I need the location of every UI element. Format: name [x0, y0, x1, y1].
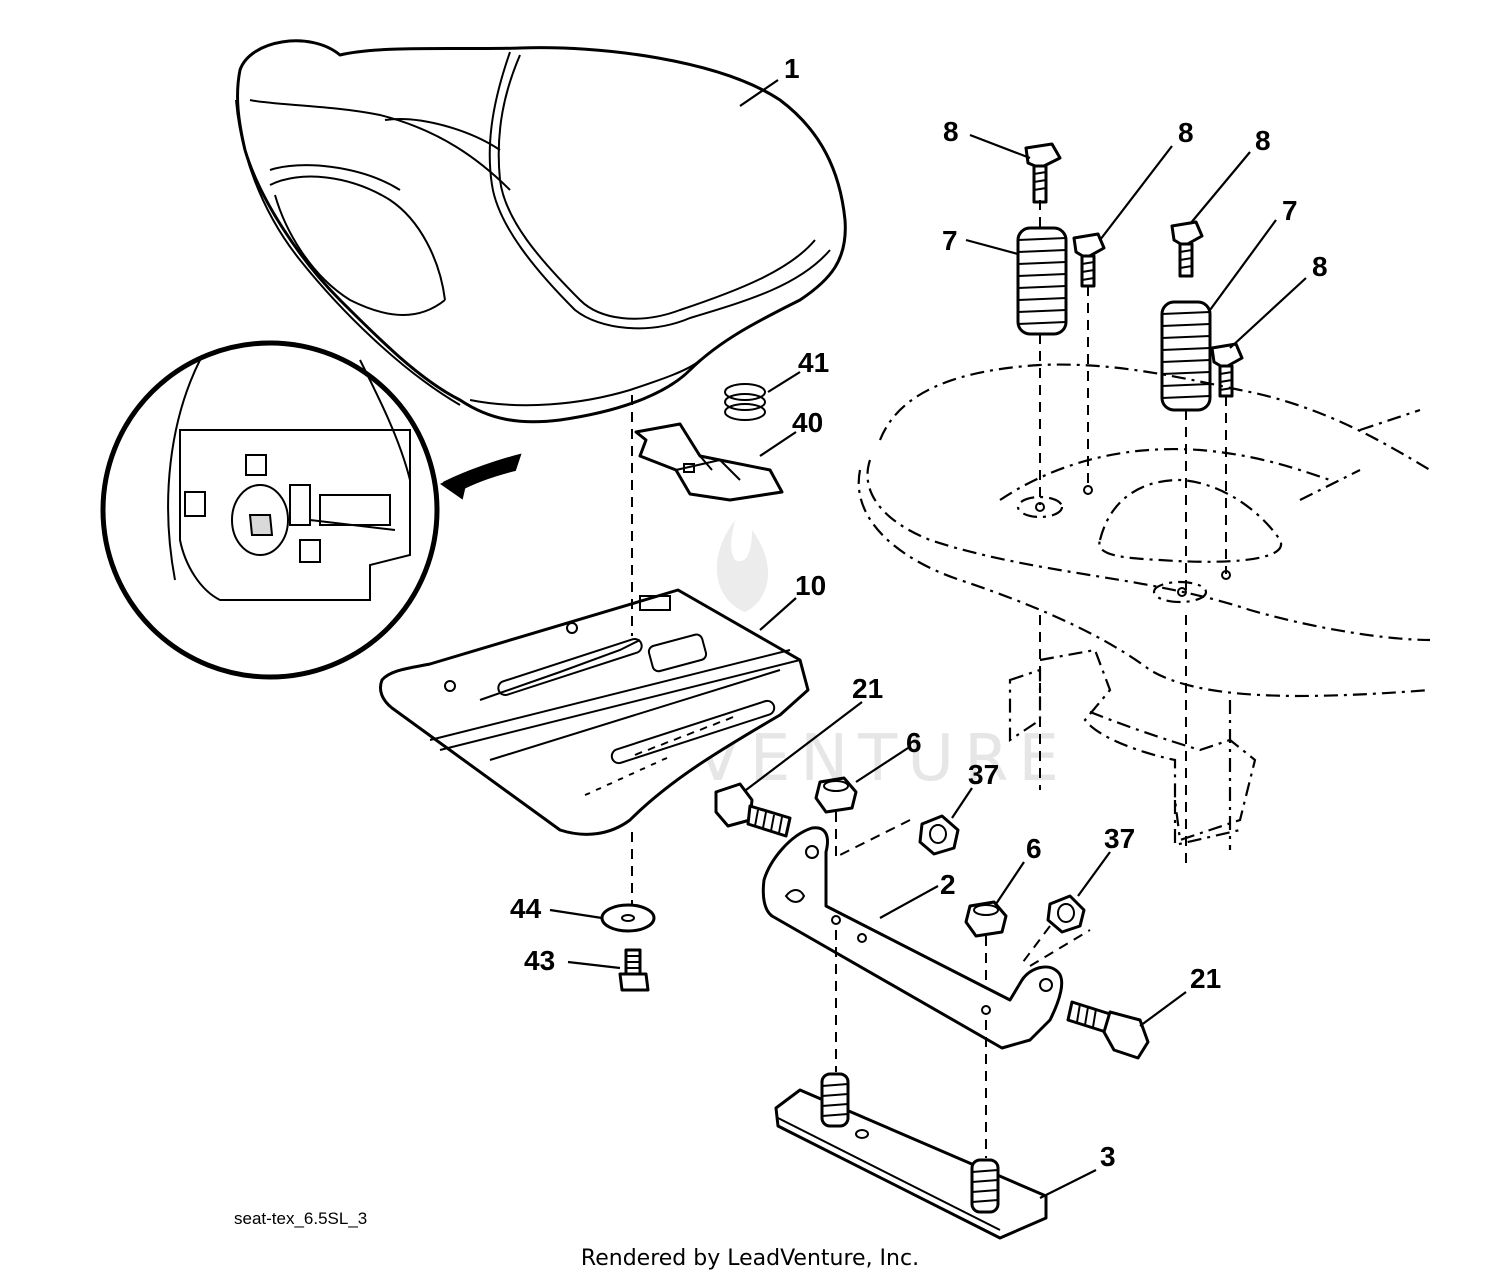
drawing-code: seat-tex_6.5SL_3: [234, 1209, 368, 1228]
callout-8[interactable]: 8: [943, 116, 959, 147]
washer-44[interactable]: [600, 903, 656, 933]
callouts: 1 8 8 8 8 7 7 41 40 10 21 21 6 6 37 37 2…: [510, 53, 1328, 1172]
footer-credit: Rendered by LeadVenture, Inc.: [580, 1246, 920, 1271]
bolt-8-d[interactable]: [1210, 342, 1244, 398]
callout-8[interactable]: 8: [1178, 117, 1194, 148]
callout-37[interactable]: 37: [968, 759, 999, 790]
detail-view: [100, 340, 522, 680]
callout-21[interactable]: 21: [1190, 963, 1221, 994]
callout-3[interactable]: 3: [1100, 1141, 1116, 1172]
switch-bracket-40[interactable]: [634, 422, 784, 502]
callout-40[interactable]: 40: [792, 407, 823, 438]
seat-bracket-2[interactable]: [761, 826, 1064, 1158]
nut-6-b[interactable]: [964, 900, 1008, 938]
callout-6[interactable]: 6: [1026, 833, 1042, 864]
callout-37[interactable]: 37: [1104, 823, 1135, 854]
callout-10[interactable]: 10: [795, 570, 826, 601]
seat[interactable]: [235, 39, 847, 424]
callout-2[interactable]: 2: [940, 869, 956, 900]
shoulder-bolt-21-a[interactable]: [714, 782, 792, 838]
screw-43[interactable]: [618, 948, 650, 992]
seat-pan-10[interactable]: [378, 395, 810, 905]
callout-7[interactable]: 7: [942, 225, 958, 256]
callout-21[interactable]: 21: [852, 673, 883, 704]
callout-8[interactable]: 8: [1255, 125, 1271, 156]
stud-plate-3[interactable]: [774, 1072, 1048, 1240]
callout-8[interactable]: 8: [1312, 251, 1328, 282]
shoulder-bolt-21-b[interactable]: [1066, 1000, 1150, 1060]
bolt-8-b[interactable]: [1072, 232, 1106, 288]
watermark-flame-icon: [716, 520, 769, 612]
frame-phantom: [857, 363, 1431, 850]
nut-37-a[interactable]: [918, 814, 960, 856]
bolt-8-a[interactable]: [1024, 142, 1062, 204]
callout-7[interactable]: 7: [1282, 195, 1298, 226]
callout-43[interactable]: 43: [524, 945, 555, 976]
callout-44[interactable]: 44: [510, 893, 542, 924]
spring-7-b[interactable]: [1160, 300, 1212, 412]
spring-7-a[interactable]: [1016, 226, 1068, 336]
callout-1[interactable]: 1: [784, 53, 800, 84]
mounting-hardware-right: [1016, 142, 1244, 870]
nut-6-a[interactable]: [814, 776, 858, 814]
nut-37-b[interactable]: [1046, 894, 1086, 934]
bolt-8-c[interactable]: [1170, 220, 1204, 278]
callout-41[interactable]: 41: [798, 347, 829, 378]
callout-6[interactable]: 6: [906, 727, 922, 758]
leader-lines: [549, 79, 1307, 1199]
spring-41[interactable]: [724, 383, 766, 421]
